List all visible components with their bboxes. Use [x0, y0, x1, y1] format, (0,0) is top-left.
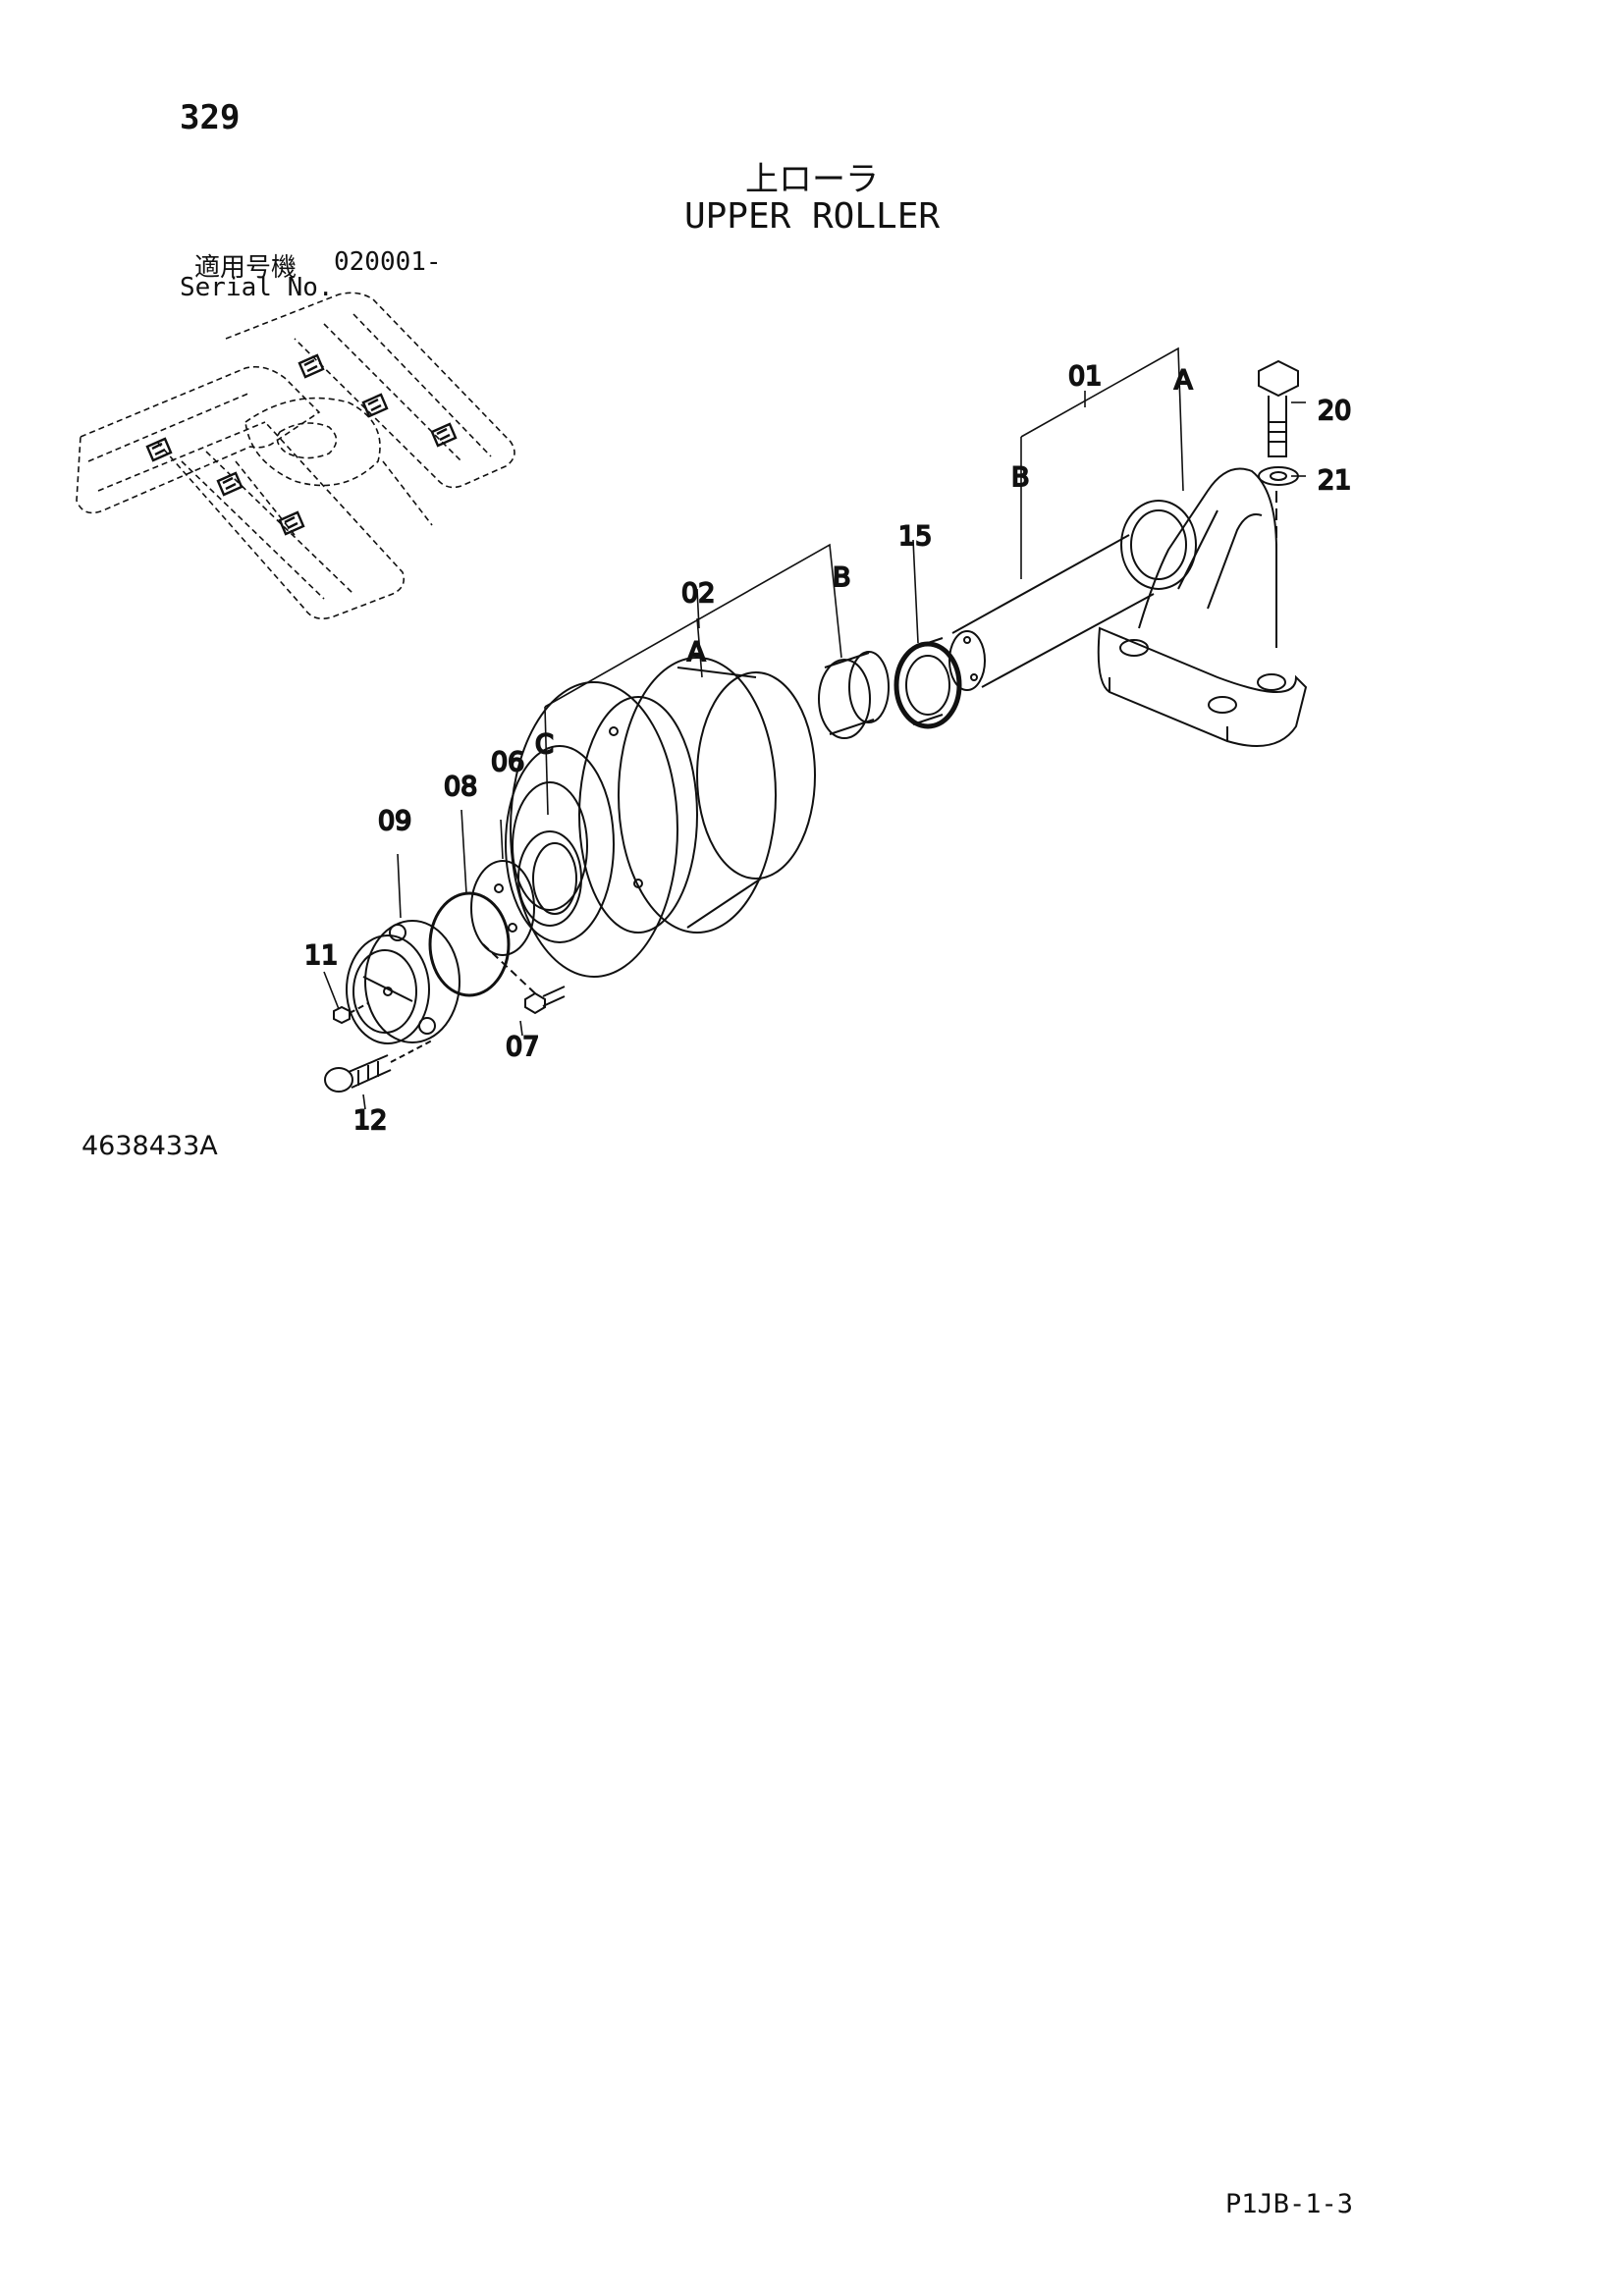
o-ring-08 — [428, 891, 511, 997]
serial-label-japanese: 適用号機 — [194, 253, 298, 283]
bolt-12 — [324, 1040, 433, 1093]
title-japanese: 上ローラ — [745, 160, 879, 199]
page-number: 329 — [180, 98, 241, 137]
label-part-06: 06 — [491, 747, 524, 777]
bracket-shaft-01 — [948, 467, 1308, 747]
plate-06 — [470, 860, 535, 956]
seal-15 — [893, 637, 962, 729]
label-part-02: 02 — [681, 578, 715, 609]
label-part-09: 09 — [378, 806, 411, 836]
title-english: UPPER ROLLER — [683, 196, 941, 237]
label-part-01: 01 — [1068, 361, 1102, 392]
label-ref-c2: C — [535, 729, 554, 760]
bushing — [818, 651, 890, 739]
label-ref-a2: A — [687, 637, 706, 667]
roller-body-02 — [505, 657, 816, 978]
label-part-12: 12 — [353, 1105, 387, 1136]
serial-label-english: Serial No. — [180, 273, 334, 302]
label-part-11: 11 — [304, 940, 338, 971]
ring-c — [517, 830, 582, 927]
label-part-08: 08 — [444, 772, 477, 802]
leader-lines — [323, 347, 1306, 1110]
serial-value: 020001- — [334, 247, 442, 277]
label-ref-a1: A — [1174, 365, 1193, 396]
figure-code: 4638433A — [81, 1131, 218, 1161]
roller-location-markers — [145, 353, 458, 536]
label-part-15: 15 — [898, 521, 932, 552]
label-part-21: 21 — [1318, 465, 1351, 496]
label-ref-b2: B — [833, 562, 851, 593]
label-ref-b1: B — [1011, 462, 1030, 493]
page-code: P1JB-1-3 — [1225, 2189, 1354, 2219]
bolt-20 — [1258, 359, 1299, 457]
bolt-07 — [480, 941, 566, 1015]
plug-11 — [333, 1002, 369, 1025]
cover-09 — [346, 920, 460, 1044]
machine-overview-sketch — [76, 292, 515, 619]
label-part-07: 07 — [506, 1032, 539, 1062]
label-part-20: 20 — [1318, 396, 1351, 426]
